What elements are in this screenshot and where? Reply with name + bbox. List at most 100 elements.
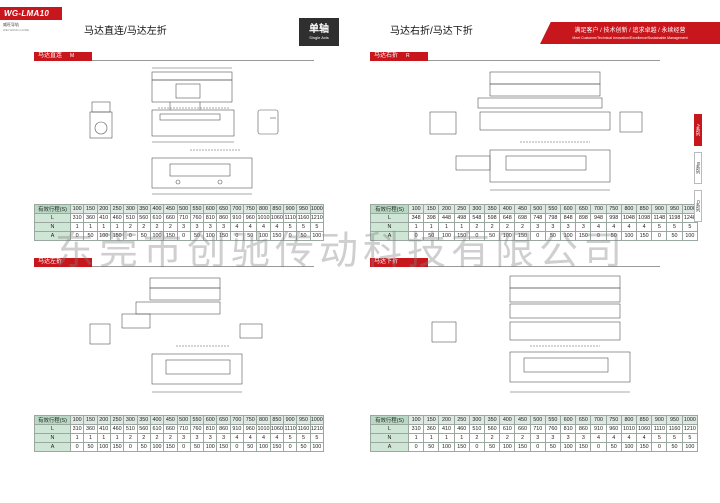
cell-A: 50 xyxy=(484,442,501,452)
cell-L: 660 xyxy=(163,424,178,434)
cell-A: 150 xyxy=(453,442,470,452)
brand-company: 威旺导轨 xyxy=(3,22,19,27)
cell-A: 50 xyxy=(189,442,205,452)
cell-N: 3 xyxy=(176,222,191,232)
cell-L: 560 xyxy=(136,424,151,434)
stroke-value: 700 xyxy=(229,415,245,425)
cell-N: 5 xyxy=(282,222,298,232)
stroke-value: 100 xyxy=(69,415,85,425)
drawing-motor-down xyxy=(420,268,650,408)
cell-A: 0 xyxy=(529,442,546,452)
row-label-N: N xyxy=(34,222,71,232)
cell-L: 760 xyxy=(189,424,205,434)
cell-N: 3 xyxy=(203,433,218,443)
side-view xyxy=(151,109,235,143)
stroke-value: 400 xyxy=(499,415,516,425)
slogan-en: Meet Customer/Technical Innovation/Excel… xyxy=(572,36,688,40)
stroke-value: 400 xyxy=(149,415,165,425)
stroke-value: 500 xyxy=(529,204,546,214)
cell-L: 660 xyxy=(163,213,178,223)
cell-N: 5 xyxy=(666,433,683,443)
cell-N: 2 xyxy=(123,433,138,443)
stroke-value: 800 xyxy=(256,415,271,425)
stroke-value: 650 xyxy=(216,204,231,214)
cell-N: 4 xyxy=(269,222,285,232)
cell-L: 748 xyxy=(529,213,546,223)
cell-L: 510 xyxy=(123,424,138,434)
cell-L: 960 xyxy=(243,424,258,434)
cell-N: 1 xyxy=(83,433,98,443)
cell-A: 100 xyxy=(96,442,111,452)
cell-L: 1160 xyxy=(296,213,311,223)
stroke-value: 950 xyxy=(666,204,683,214)
cell-L: 560 xyxy=(484,424,501,434)
cell-L: 1098 xyxy=(636,213,653,223)
slogan-cn: 满足客户 / 技术创新 / 追求卓越 / 永续经营 xyxy=(574,28,686,34)
stroke-value: 250 xyxy=(453,415,470,425)
cell-A: 100 xyxy=(438,442,455,452)
stroke-value: 550 xyxy=(544,415,562,425)
stroke-value: 550 xyxy=(189,204,205,214)
cell-L: 910 xyxy=(229,213,245,223)
side-tab-b-series[interactable]: B系列 xyxy=(694,152,702,184)
cell-L: 598 xyxy=(484,213,501,223)
cell-N: 4 xyxy=(256,222,271,232)
stroke-value: 550 xyxy=(544,204,562,214)
stroke-value: 700 xyxy=(229,204,245,214)
end-view xyxy=(257,109,279,135)
cell-A: 100 xyxy=(203,231,218,241)
cell-L: 410 xyxy=(96,213,111,223)
cell-N: 2 xyxy=(149,433,165,443)
cell-A: 50 xyxy=(666,442,683,452)
stroke-value: 700 xyxy=(590,415,607,425)
cell-N: 3 xyxy=(216,433,231,443)
stroke-value: 750 xyxy=(243,415,258,425)
cell-L: 510 xyxy=(123,213,138,223)
side-tab-a-series[interactable]: A系列 xyxy=(694,114,702,146)
cell-A: 0 xyxy=(468,231,486,241)
cell-N: 5 xyxy=(296,433,311,443)
cell-A: 100 xyxy=(309,231,325,241)
stroke-value: 500 xyxy=(176,204,191,214)
cell-A: 100 xyxy=(681,231,699,241)
stroke-value: 450 xyxy=(163,415,178,425)
cell-N: 2 xyxy=(149,222,165,232)
cell-A: 100 xyxy=(309,442,325,452)
cell-N: 5 xyxy=(296,222,311,232)
motor-block xyxy=(89,101,113,139)
section-bar-motor-left: 马达左折 xyxy=(34,258,314,267)
drawing-motor-right xyxy=(420,62,650,202)
cell-N: 5 xyxy=(651,222,668,232)
cell-A: 50 xyxy=(83,231,98,241)
stroke-value: 300 xyxy=(468,204,486,214)
section-label: 马达左折 xyxy=(34,258,92,267)
section-label: 马达下折 xyxy=(370,258,428,267)
stroke-value: 800 xyxy=(620,415,638,425)
cell-N: 2 xyxy=(468,433,486,443)
stroke-header: 有效行程(S) xyxy=(34,204,71,214)
cell-A: 150 xyxy=(575,231,592,241)
cell-A: 50 xyxy=(243,442,258,452)
row-label-A: A xyxy=(34,231,71,241)
stroke-value: 150 xyxy=(83,415,98,425)
cell-N: 2 xyxy=(499,433,516,443)
cell-L: 1010 xyxy=(256,424,271,434)
cell-L: 1060 xyxy=(269,424,285,434)
cell-A: 150 xyxy=(163,442,178,452)
cell-L: 1160 xyxy=(296,424,311,434)
cell-N: 2 xyxy=(468,222,486,232)
cell-L: 660 xyxy=(514,424,531,434)
stroke-value: 450 xyxy=(514,204,531,214)
cell-N: 2 xyxy=(123,222,138,232)
cell-L: 960 xyxy=(605,424,622,434)
series-side-tabs: A系列 B系列 C系列 xyxy=(694,114,720,228)
side-tab-c-series[interactable]: C系列 xyxy=(694,190,702,222)
cell-N: 3 xyxy=(544,222,562,232)
cell-A: 0 xyxy=(407,231,425,241)
